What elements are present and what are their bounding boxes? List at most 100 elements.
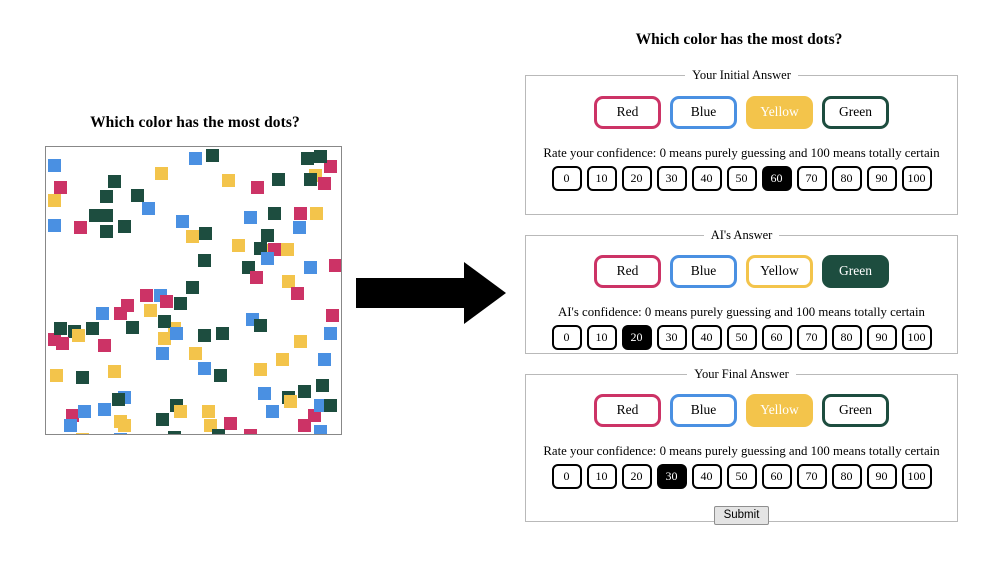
stimulus-dot-yellow [202, 405, 215, 418]
stimulus-dot-blue [293, 221, 306, 234]
stimulus-dot-red [244, 429, 257, 434]
stimulus-dot-blue [198, 362, 211, 375]
flow-arrow [356, 262, 506, 324]
initial-color-option-blue[interactable]: Blue [670, 96, 737, 129]
stimulus-dot-green [168, 431, 181, 434]
initial-confidence-option-30[interactable]: 30 [656, 165, 687, 191]
final-confidence-option-10[interactable]: 10 [586, 463, 617, 489]
stimulus-dot-blue [48, 159, 61, 172]
initial-confidence-option-20[interactable]: 20 [621, 165, 652, 191]
submit-button[interactable]: Submit [713, 505, 770, 525]
stimulus-dot-green [156, 413, 169, 426]
stimulus-dot-yellow [72, 329, 85, 342]
stimulus-dot-blue [142, 202, 155, 215]
ai-confidence-option-40[interactable]: 40 [691, 324, 722, 350]
ai-color-option-blue[interactable]: Blue [670, 255, 737, 288]
initial-confidence-option-50[interactable]: 50 [726, 165, 757, 191]
stimulus-dot-blue [261, 252, 274, 265]
initial-confidence-option-70[interactable]: 70 [796, 165, 827, 191]
final-confidence-option-40[interactable]: 40 [691, 463, 722, 489]
final-confidence-option-70[interactable]: 70 [796, 463, 827, 489]
stimulus-dot-yellow [276, 353, 289, 366]
initial-confidence-option-60[interactable]: 60 [761, 165, 792, 191]
final-confidence-option-100[interactable]: 100 [901, 463, 932, 489]
ai-color-option-yellow[interactable]: Yellow [746, 255, 813, 288]
stimulus-dot-green [216, 327, 229, 340]
final-confidence-option-80[interactable]: 80 [831, 463, 862, 489]
stimulus-dot-red [114, 307, 127, 320]
ai-confidence-option-20[interactable]: 20 [621, 324, 652, 350]
final-confidence-option-90[interactable]: 90 [866, 463, 897, 489]
stimulus-dot-yellow [294, 335, 307, 348]
initial-confidence-option-0[interactable]: 0 [551, 165, 582, 191]
stimulus-dot-red [308, 409, 321, 422]
initial-color-option-red[interactable]: Red [594, 96, 661, 129]
initial-confidence-option-90[interactable]: 90 [866, 165, 897, 191]
stimulus-dot-green [54, 322, 67, 335]
stimulus-dot-yellow [284, 395, 297, 408]
stimulus-dot-green [268, 207, 281, 220]
ai-confidence-option-50[interactable]: 50 [726, 324, 757, 350]
stimulus-dot-green [254, 319, 267, 332]
stimulus-dot-blue [64, 419, 77, 432]
ai-color-option-green[interactable]: Green [822, 255, 889, 288]
ai-confidence-option-100[interactable]: 100 [901, 324, 932, 350]
final-confidence-option-20[interactable]: 20 [621, 463, 652, 489]
initial-confidence-option-10[interactable]: 10 [586, 165, 617, 191]
stimulus-title: Which color has the most dots? [90, 114, 300, 131]
stimulus-dot-green [86, 322, 99, 335]
stimulus-dot-yellow [48, 194, 61, 207]
ai-answer-legend: AI's Answer [710, 228, 773, 242]
initial-confidence-option-40[interactable]: 40 [691, 165, 722, 191]
ai-confidence-option-60[interactable]: 60 [761, 324, 792, 350]
stimulus-dot-yellow [50, 369, 63, 382]
ai-color-option-red[interactable]: Red [594, 255, 661, 288]
stimulus-dot-blue [324, 327, 337, 340]
stimulus-dot-red [66, 409, 79, 422]
stimulus-dot-red [291, 287, 304, 300]
stimulus-dot-green [100, 190, 113, 203]
final-confidence-option-30[interactable]: 30 [656, 463, 687, 489]
ai-confidence-option-80[interactable]: 80 [831, 324, 862, 350]
stimulus-dot-red [251, 181, 264, 194]
ai-confidence-option-90[interactable]: 90 [866, 324, 897, 350]
final-answer-legend: Your Final Answer [694, 367, 789, 381]
stimulus-dot-red [98, 339, 111, 352]
initial-confidence-option-100[interactable]: 100 [901, 165, 932, 191]
ai-confidence-option-30[interactable]: 30 [656, 324, 687, 350]
initial-color-option-yellow[interactable]: Yellow [746, 96, 813, 129]
ai-confidence-option-70[interactable]: 70 [796, 324, 827, 350]
answer-form-panel: Which color has the most dots? Your Init… [515, 0, 997, 561]
final-color-choice-row: Red Blue Yellow Green [526, 394, 957, 427]
stimulus-dot-blue [318, 353, 331, 366]
final-confidence-option-0[interactable]: 0 [551, 463, 582, 489]
ai-confidence-option-0[interactable]: 0 [551, 324, 582, 350]
stimulus-dot-blue [266, 405, 279, 418]
initial-color-option-green[interactable]: Green [822, 96, 889, 129]
final-color-option-green[interactable]: Green [822, 394, 889, 427]
stimulus-dot-green [214, 369, 227, 382]
stimulus-dot-yellow [174, 405, 187, 418]
stimulus-dot-red [318, 177, 331, 190]
final-color-option-red[interactable]: Red [594, 394, 661, 427]
stimulus-dot-green [316, 379, 329, 392]
stimulus-dot-green [100, 225, 113, 238]
final-confidence-prompt: Rate your confidence: 0 means purely gue… [543, 443, 940, 458]
final-confidence-option-50[interactable]: 50 [726, 463, 757, 489]
final-color-option-yellow[interactable]: Yellow [746, 394, 813, 427]
final-confidence-option-60[interactable]: 60 [761, 463, 792, 489]
final-color-option-blue[interactable]: Blue [670, 394, 737, 427]
initial-confidence-option-80[interactable]: 80 [831, 165, 862, 191]
stimulus-dot-blue [96, 307, 109, 320]
stimulus-dot-yellow [254, 363, 267, 376]
stimulus-dot-green [108, 175, 121, 188]
stimulus-dot-yellow [281, 243, 294, 256]
ai-confidence-option-10[interactable]: 10 [586, 324, 617, 350]
stimulus-dot-yellow [232, 239, 245, 252]
stimulus-dot-green [118, 220, 131, 233]
stimulus-dot-yellow [144, 304, 157, 317]
